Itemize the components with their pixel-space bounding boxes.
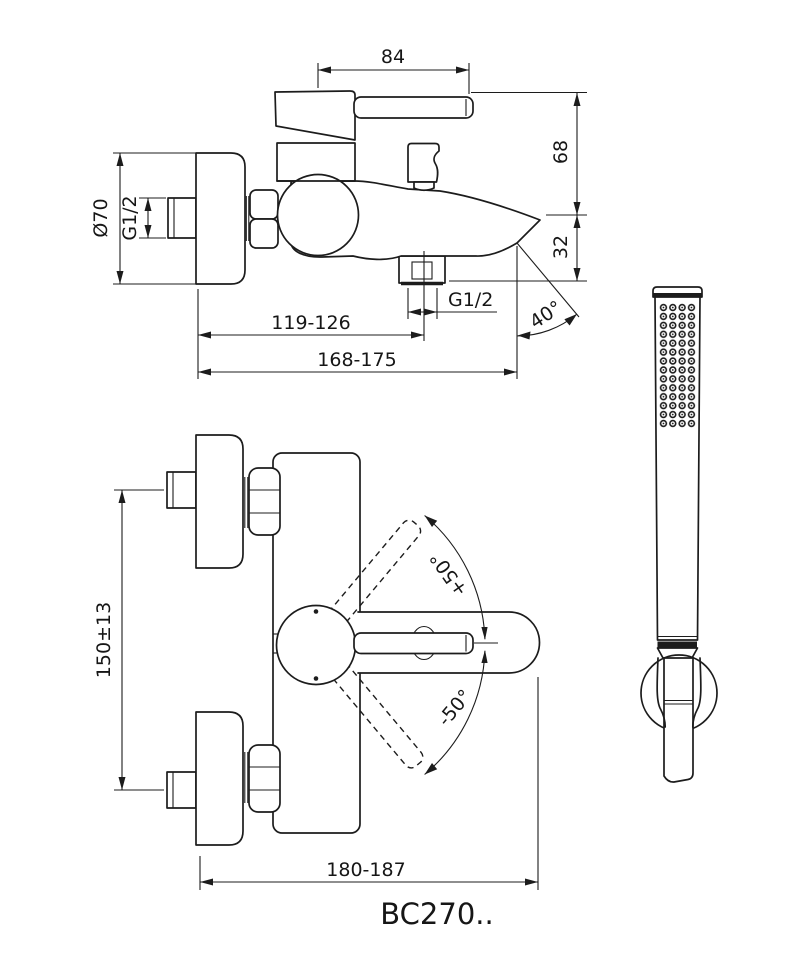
dim-wall-to-spout-label: 168-175 bbox=[317, 349, 396, 371]
dimension-overall-width: 180-187 bbox=[199, 677, 539, 890]
front-view: +50° -50° 150±13 180-187 bbox=[93, 434, 541, 890]
outlet-facet bbox=[411, 261, 433, 280]
dimension-heights: 68 32 bbox=[449, 91, 587, 282]
dimension-escutcheon-diameter: Ø70 bbox=[90, 152, 196, 285]
bottom-outlet bbox=[398, 255, 446, 286]
dimension-inlet-distance: 150±13 bbox=[93, 489, 164, 791]
dim-spout-angle-label: 40° bbox=[526, 297, 566, 334]
dim-overall-width-label: 180-187 bbox=[326, 859, 405, 881]
shower-head-band bbox=[653, 293, 702, 298]
union-ball-joint bbox=[276, 173, 360, 257]
rosette-dot bbox=[313, 609, 319, 614]
dimension-outlet-thread: G1/2 bbox=[407, 288, 497, 319]
pivot-rosette bbox=[275, 604, 357, 686]
holder-cup-right bbox=[691, 657, 702, 728]
wall-escutcheon-side bbox=[195, 152, 246, 285]
diverter-knob bbox=[407, 142, 440, 183]
dim-wall-to-outlet-label: 119-126 bbox=[271, 312, 350, 334]
dimension-lever-length: 84 bbox=[317, 46, 470, 94]
dim-height-above-label: 68 bbox=[550, 140, 572, 164]
dimension-inlet-thread: G1/2 bbox=[119, 195, 166, 241]
hex-nut-upper bbox=[248, 467, 281, 536]
inlet-stub-side bbox=[167, 197, 197, 239]
wand-joint-band bbox=[657, 641, 697, 648]
lever-handle-front bbox=[353, 632, 474, 655]
dim-swing-down-label: -50° bbox=[434, 685, 477, 730]
dim-inlet-distance-label: 150±13 bbox=[93, 602, 115, 678]
product-code: BC270.. bbox=[380, 897, 493, 931]
hex-nut-lower bbox=[248, 744, 281, 813]
lever-housing bbox=[357, 611, 541, 674]
hex-nut-facet bbox=[249, 189, 279, 220]
lever-cap bbox=[274, 90, 356, 141]
lever-handle-side bbox=[353, 96, 474, 119]
dim-escutcheon-diameter-label: Ø70 bbox=[90, 198, 112, 237]
wall-escutcheon-lower bbox=[195, 711, 244, 846]
dimension-projections: 119-126 168-175 bbox=[197, 246, 518, 379]
dim-swing-up-label: +50° bbox=[426, 547, 472, 600]
dim-height-below-label: 32 bbox=[550, 235, 572, 259]
dim-lever-length-label: 84 bbox=[381, 46, 405, 68]
dim-inlet-thread-label: G1/2 bbox=[119, 195, 141, 240]
upper-wall-connection bbox=[166, 434, 281, 569]
holder-cup-left bbox=[656, 657, 667, 728]
lower-wall-connection bbox=[166, 711, 281, 846]
wall-escutcheon-upper bbox=[195, 434, 244, 569]
side-view: 84 68 32 Ø70 bbox=[90, 46, 587, 379]
hex-nut-facet bbox=[249, 218, 279, 249]
inlet-stub-upper bbox=[166, 471, 197, 509]
spray-nozzle-grid bbox=[658, 303, 697, 428]
rosette-dot bbox=[313, 676, 319, 681]
hand-shower bbox=[640, 286, 718, 783]
diverter-knob-base bbox=[413, 181, 435, 192]
dim-outlet-thread-label: G1/2 bbox=[448, 289, 493, 311]
inlet-stub-lower bbox=[166, 771, 197, 809]
shower-hose-connector bbox=[663, 657, 694, 783]
